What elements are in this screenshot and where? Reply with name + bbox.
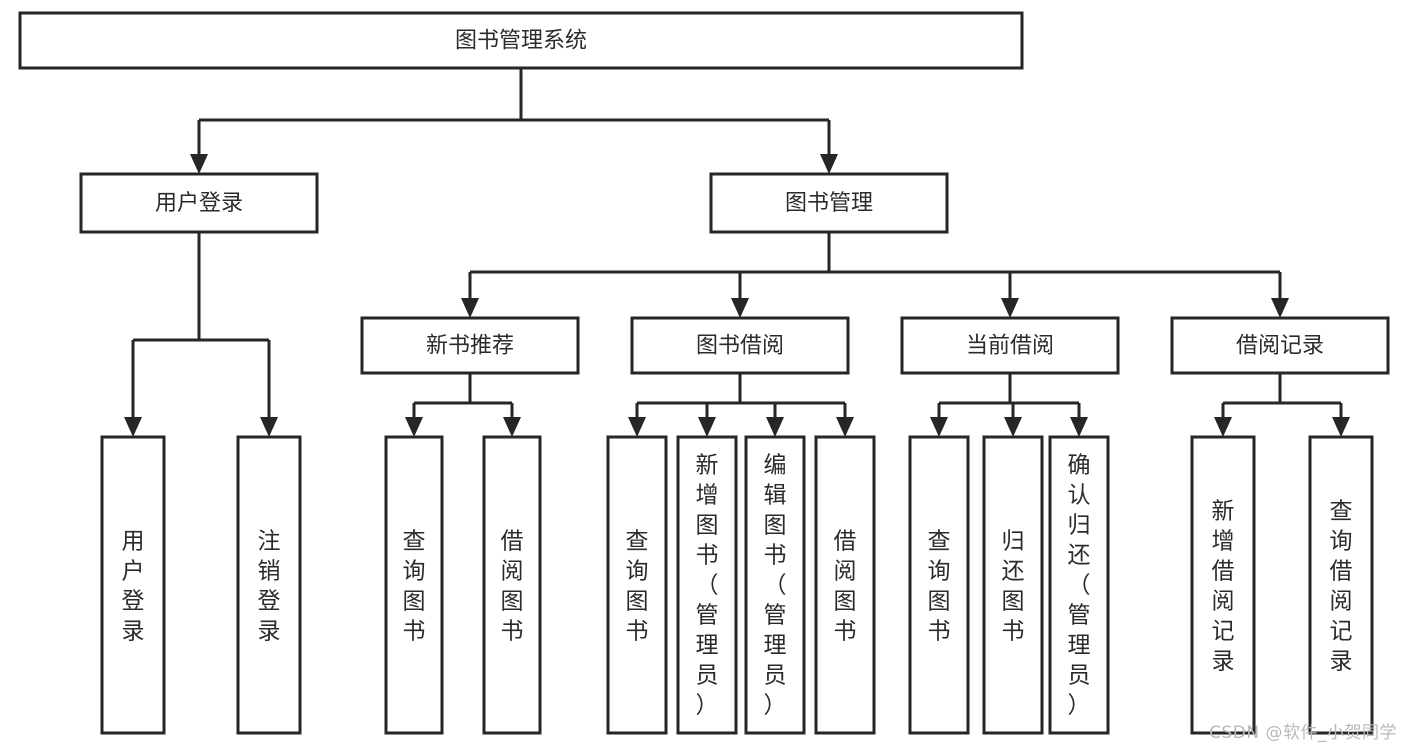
node-leaf-query-book-1-label: 查询图书 — [403, 528, 426, 644]
node-leaf-add-record-box — [1190, 435, 1256, 735]
node-leaf-edit-book-box — [744, 435, 806, 735]
node-book-manage[interactable]: 图书管理 — [709, 172, 949, 234]
node-root[interactable]: 图书管理系统 — [18, 11, 1024, 70]
node-book-manage-box — [709, 172, 949, 234]
conn-root-arrow-1 — [820, 154, 838, 174]
node-leaf-query-book-3-label: 查询图书 — [928, 528, 951, 644]
node-current-borrow[interactable]: 当前借阅 — [900, 316, 1120, 375]
conn-book-borrow-arrow-2 — [766, 417, 784, 437]
node-root-box — [18, 11, 1024, 70]
node-borrow-record-box — [1170, 316, 1390, 375]
conn-current-borrow-arrow-2 — [1070, 417, 1088, 437]
conn-borrow-record-arrow-1 — [1332, 417, 1350, 437]
node-leaf-user-login-label: 用户登录 — [122, 528, 145, 644]
node-leaf-add-record[interactable]: 新增借阅记录 — [1190, 435, 1256, 735]
node-user-login[interactable]: 用户登录 — [79, 172, 319, 234]
node-leaf-borrow-book-1-box — [482, 435, 542, 735]
node-borrow-record[interactable]: 借阅记录 — [1170, 316, 1390, 375]
node-leaf-confirm-return[interactable]: 确认归还（管理员） — [1048, 435, 1110, 735]
node-book-borrow[interactable]: 图书借阅 — [630, 316, 850, 375]
node-leaf-query-record-box — [1308, 435, 1374, 735]
node-leaf-query-book-1-box — [384, 435, 444, 735]
node-leaf-borrow-book-2-label: 借阅图书 — [834, 528, 857, 644]
node-root-label: 图书管理系统 — [455, 29, 587, 54]
node-user-login-label: 用户登录 — [155, 191, 243, 216]
node-leaf-edit-book-label: 编辑图书（管理员） — [764, 452, 787, 718]
conn-user-login-arrow-1 — [260, 417, 278, 437]
node-leaf-logout-box — [236, 435, 302, 735]
node-leaf-user-login[interactable]: 用户登录 — [100, 435, 166, 735]
conn-new-book-rec-arrow-1 — [503, 417, 521, 437]
node-leaf-query-book-2-label: 查询图书 — [626, 528, 649, 644]
conn-book-borrow-arrow-1 — [698, 417, 716, 437]
node-leaf-logout-label: 注销登录 — [258, 528, 281, 644]
conn-current-borrow-arrow-0 — [930, 417, 948, 437]
csdn-watermark: CSDN @软件_小贺同学 — [1209, 723, 1397, 743]
nodes-layer: 图书管理系统用户登录图书管理新书推荐图书借阅当前借阅借阅记录用户登录注销登录查询… — [18, 11, 1390, 735]
node-book-borrow-label: 图书借阅 — [696, 334, 784, 359]
conn-root-arrow-0 — [190, 154, 208, 174]
conn-book-manage-arrow-2 — [1001, 298, 1019, 318]
node-new-book-rec-box — [360, 316, 580, 375]
node-leaf-borrow-book-1-label: 借阅图书 — [501, 528, 524, 644]
node-leaf-confirm-return-label: 确认归还（管理员） — [1068, 452, 1091, 718]
node-leaf-user-login-box — [100, 435, 166, 735]
conn-book-manage-arrow-0 — [461, 298, 479, 318]
node-leaf-query-book-2-box — [606, 435, 668, 735]
node-leaf-confirm-return-box — [1048, 435, 1110, 735]
node-leaf-return-book-box — [982, 435, 1044, 735]
connectors-layer — [124, 68, 1350, 437]
conn-user-login-arrow-0 — [124, 417, 142, 437]
node-book-manage-label: 图书管理 — [785, 191, 873, 216]
node-leaf-borrow-book-1[interactable]: 借阅图书 — [482, 435, 542, 735]
conn-book-manage-arrow-3 — [1271, 298, 1289, 318]
node-leaf-borrow-book-2[interactable]: 借阅图书 — [814, 435, 876, 735]
conn-book-borrow-arrow-0 — [628, 417, 646, 437]
node-leaf-query-record[interactable]: 查询借阅记录 — [1308, 435, 1374, 735]
node-leaf-borrow-book-2-box — [814, 435, 876, 735]
node-leaf-query-book-2[interactable]: 查询图书 — [606, 435, 668, 735]
node-current-borrow-box — [900, 316, 1120, 375]
node-leaf-add-book[interactable]: 新增图书（管理员） — [676, 435, 738, 735]
conn-current-borrow-arrow-1 — [1004, 417, 1022, 437]
node-user-login-box — [79, 172, 319, 234]
node-leaf-add-book-box — [676, 435, 738, 735]
node-leaf-add-book-label: 新增图书（管理员） — [696, 452, 719, 718]
node-current-borrow-label: 当前借阅 — [966, 334, 1054, 359]
node-leaf-logout[interactable]: 注销登录 — [236, 435, 302, 735]
node-new-book-rec[interactable]: 新书推荐 — [360, 316, 580, 375]
node-leaf-return-book[interactable]: 归还图书 — [982, 435, 1044, 735]
node-leaf-add-record-label: 新增借阅记录 — [1212, 498, 1235, 674]
conn-book-manage-arrow-1 — [731, 298, 749, 318]
node-leaf-query-book-3-box — [908, 435, 970, 735]
node-leaf-query-book-3[interactable]: 查询图书 — [908, 435, 970, 735]
node-leaf-query-book-1[interactable]: 查询图书 — [384, 435, 444, 735]
node-borrow-record-label: 借阅记录 — [1236, 334, 1324, 359]
node-leaf-query-record-label: 查询借阅记录 — [1330, 498, 1353, 674]
conn-borrow-record-arrow-0 — [1214, 417, 1232, 437]
node-leaf-edit-book[interactable]: 编辑图书（管理员） — [744, 435, 806, 735]
conn-book-borrow-arrow-3 — [836, 417, 854, 437]
node-book-borrow-box — [630, 316, 850, 375]
node-new-book-rec-label: 新书推荐 — [426, 334, 514, 359]
node-leaf-return-book-label: 归还图书 — [1002, 528, 1025, 644]
conn-new-book-rec-arrow-0 — [405, 417, 423, 437]
